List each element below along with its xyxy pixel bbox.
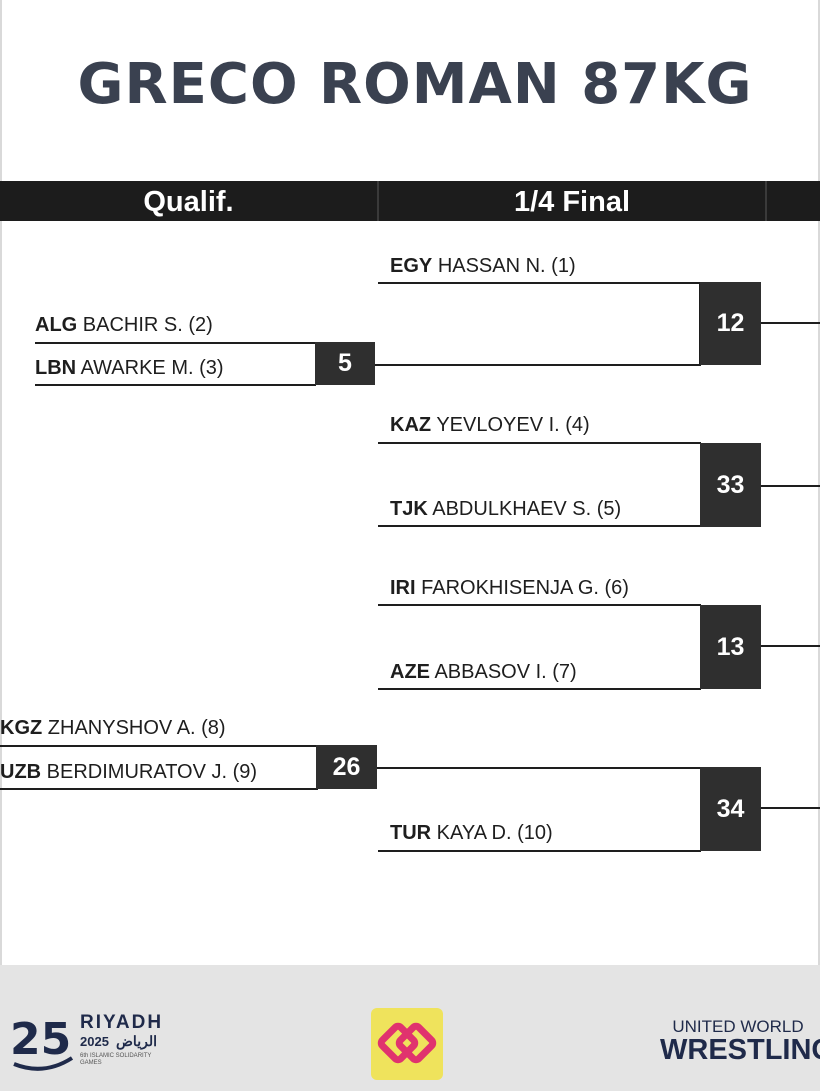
bracket-entry: KAZ YEVLOYEV I. (4) (390, 413, 590, 437)
country-code: KGZ (0, 717, 43, 739)
riyadh-word: RIYADH (80, 1012, 164, 1033)
country-code: ALG (35, 314, 78, 336)
riyadh-2025-logo: 25 (10, 1014, 74, 1071)
bracket-connector (375, 364, 701, 366)
country-code: EGY (390, 255, 433, 277)
country-code: TJK (390, 498, 428, 520)
bracket-entry: AZE ABBASOV I. (7) (390, 660, 577, 684)
bracket-entry: EGY HASSAN N. (1) (390, 254, 576, 278)
games-emblem-icon (377, 1022, 437, 1064)
country-code: LBN (35, 357, 77, 379)
country-code: IRI (390, 577, 416, 599)
bracket-line (0, 788, 318, 790)
round-divider (765, 181, 767, 221)
bracket-line (0, 745, 318, 747)
bracket-connector (761, 645, 820, 647)
bout-number: 26 (316, 745, 377, 789)
bracket-entry: TJK ABDULKHAEV S. (5) (390, 497, 621, 521)
wrestler-name: KAYA D. (10) (436, 822, 553, 844)
round-label-qualif: Qualif. (143, 186, 234, 218)
bracket-entry: IRI FAROKHISENJA G. (6) (390, 576, 629, 600)
bout-number: 13 (700, 605, 761, 689)
wrestler-name: ZHANYSHOV A. (8) (47, 717, 226, 739)
round-header-bar (0, 181, 820, 221)
riyadh-year: 2025 (80, 1034, 109, 1049)
bracket-entry: TUR KAYA D. (10) (390, 821, 553, 845)
bracket-line (378, 282, 701, 284)
wrestler-name: HASSAN N. (1) (437, 255, 576, 277)
wrestler-name: ABBASOV I. (7) (434, 661, 577, 683)
bracket-line (377, 767, 701, 769)
bout-number: 34 (700, 767, 761, 851)
bracket-line (35, 384, 316, 386)
riyadh-arabic: الرياض (116, 1033, 157, 1049)
bracket-entry: ALG BACHIR S. (2) (35, 313, 213, 337)
country-code: UZB (0, 761, 42, 783)
bracket-line (378, 688, 701, 690)
bracket-line (378, 850, 701, 852)
wrestler-name: BACHIR S. (2) (82, 314, 213, 336)
bout-number: 5 (315, 342, 375, 385)
riyadh-subtitle: 6th ISLAMIC SOLIDARITY GAMES (80, 1053, 152, 1066)
bout-number: 33 (700, 443, 761, 527)
bracket-entry: UZB BERDIMURATOV J. (9) (0, 760, 257, 784)
country-code: AZE (390, 661, 430, 683)
bracket-line (378, 525, 701, 527)
bracket-line (378, 604, 701, 606)
uww-logo-line2: WRESTLING (660, 1034, 820, 1066)
page-border-right (818, 0, 820, 965)
bracket-line (378, 442, 701, 444)
bracket-connector (761, 322, 820, 324)
games-emblem-logo (371, 1008, 443, 1080)
country-code: KAZ (390, 414, 432, 436)
wrestler-name: FAROKHISENJA G. (6) (421, 577, 629, 599)
bracket-entry: KGZ ZHANYSHOV A. (8) (0, 716, 226, 740)
wrestler-name: YEVLOYEV I. (4) (436, 414, 590, 436)
bracket-connector (761, 807, 820, 809)
uww-logo-line1: UNITED WORLD (672, 1017, 804, 1036)
bracket-connector (761, 485, 820, 487)
wrestler-name: ABDULKHAEV S. (5) (432, 498, 622, 520)
svg-text:25: 25 (10, 1014, 71, 1065)
page-border-left (0, 0, 2, 965)
bout-number: 12 (700, 282, 761, 365)
bracket-line (35, 342, 316, 344)
bracket-title: GRECO ROMAN 87KG (77, 52, 753, 117)
wrestler-name: AWARKE M. (3) (80, 357, 224, 379)
country-code: TUR (390, 822, 432, 844)
wrestler-name: BERDIMURATOV J. (9) (46, 761, 258, 783)
round-divider (377, 181, 379, 221)
bracket-entry: LBN AWARKE M. (3) (35, 356, 224, 380)
round-label-quarterfinal: 1/4 Final (513, 186, 631, 218)
